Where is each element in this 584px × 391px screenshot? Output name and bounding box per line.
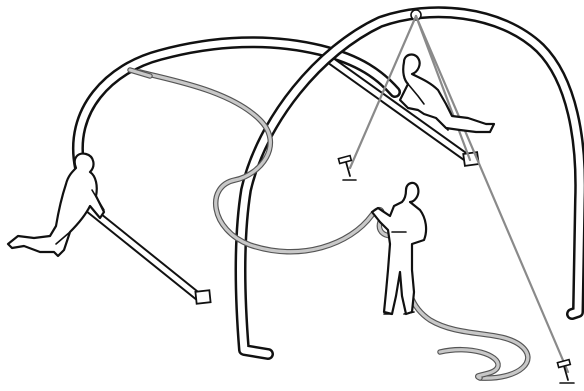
kneeling-worker	[8, 154, 104, 256]
left-ground-plate	[195, 290, 210, 303]
ground-stake-right	[557, 360, 574, 383]
guy-lines	[350, 16, 568, 372]
pull-rope	[130, 70, 528, 378]
left-ground-bar	[88, 208, 211, 304]
standing-worker	[372, 183, 426, 314]
